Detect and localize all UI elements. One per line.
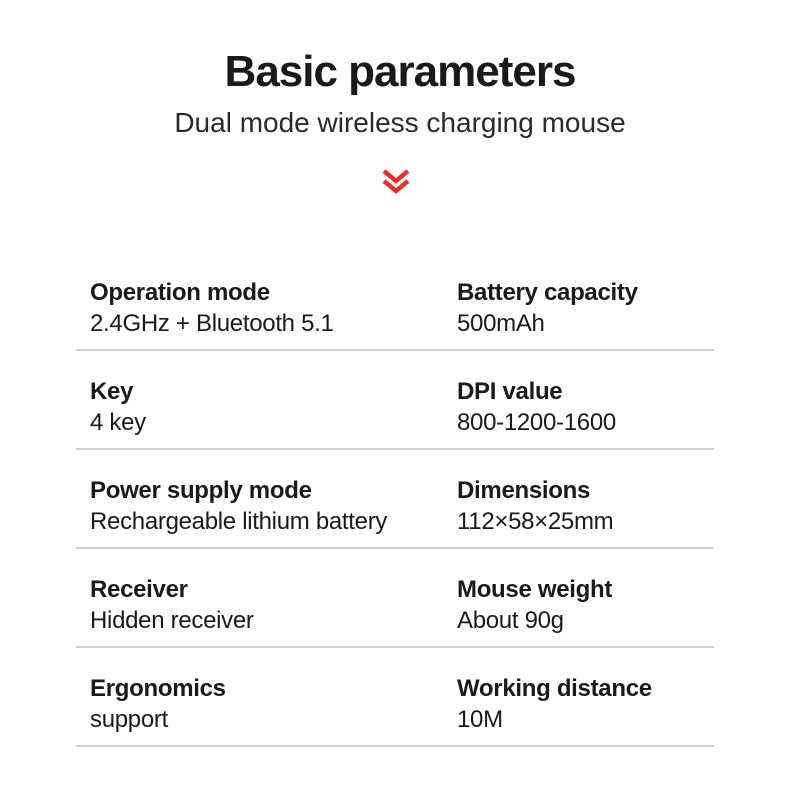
spec-row: Power supply mode Rechargeable lithium b… <box>76 450 714 549</box>
spec-value: support <box>90 706 168 733</box>
spec-value: About 90g <box>457 607 564 634</box>
spec-label: Operation mode <box>90 279 270 306</box>
spec-value: Rechargeable lithium battery <box>90 508 388 535</box>
spec-label: Working distance <box>457 675 652 702</box>
spec-row: Receiver Hidden receiver Mouse weight Ab… <box>76 549 714 648</box>
spec-row: Operation mode 2.4GHz + Bluetooth 5.1 Ba… <box>76 252 714 351</box>
spec-cell-working-distance: Working distance 10M <box>457 674 712 736</box>
spec-label: Receiver <box>90 576 188 603</box>
spec-cell-operation-mode: Operation mode 2.4GHz + Bluetooth 5.1 <box>90 278 440 340</box>
spec-value: 2.4GHz + Bluetooth 5.1 <box>90 310 334 337</box>
spec-cell-battery-capacity: Battery capacity 500mAh <box>457 278 712 340</box>
spec-value: 10M <box>457 706 503 733</box>
spec-label: Mouse weight <box>457 576 613 603</box>
spec-row: Ergonomics support Working distance 10M <box>76 648 714 747</box>
spec-table: Operation mode 2.4GHz + Bluetooth 5.1 Ba… <box>76 252 714 747</box>
spec-cell-key: Key 4 key <box>90 377 440 439</box>
spec-cell-receiver: Receiver Hidden receiver <box>90 575 440 637</box>
spec-label: Power supply mode <box>90 477 312 504</box>
spec-cell-power-supply-mode: Power supply mode Rechargeable lithium b… <box>90 476 440 538</box>
chevron-double-down-icon <box>382 169 410 194</box>
spec-cell-ergonomics: Ergonomics support <box>90 674 440 736</box>
spec-cell-dimensions: Dimensions 112×58×25mm <box>457 476 712 538</box>
page-title: Basic parameters <box>224 47 577 96</box>
spec-value: 4 key <box>90 409 146 436</box>
spec-cell-mouse-weight: Mouse weight About 90g <box>457 575 712 637</box>
spec-cell-dpi-value: DPI value 800-1200-1600 <box>457 377 712 439</box>
spec-label: DPI value <box>457 378 563 405</box>
spec-value: 800-1200-1600 <box>457 409 616 436</box>
spec-label: Ergonomics <box>90 675 226 702</box>
page-subtitle: Dual mode wireless charging mouse <box>174 107 626 138</box>
spec-value: Hidden receiver <box>90 607 254 634</box>
spec-value: 500mAh <box>457 310 545 337</box>
spec-row: Key 4 key DPI value 800-1200-1600 <box>76 351 714 450</box>
spec-label: Dimensions <box>457 477 591 504</box>
spec-value: 112×58×25mm <box>457 508 614 535</box>
spec-label: Battery capacity <box>457 279 638 306</box>
spec-label: Key <box>90 378 134 405</box>
